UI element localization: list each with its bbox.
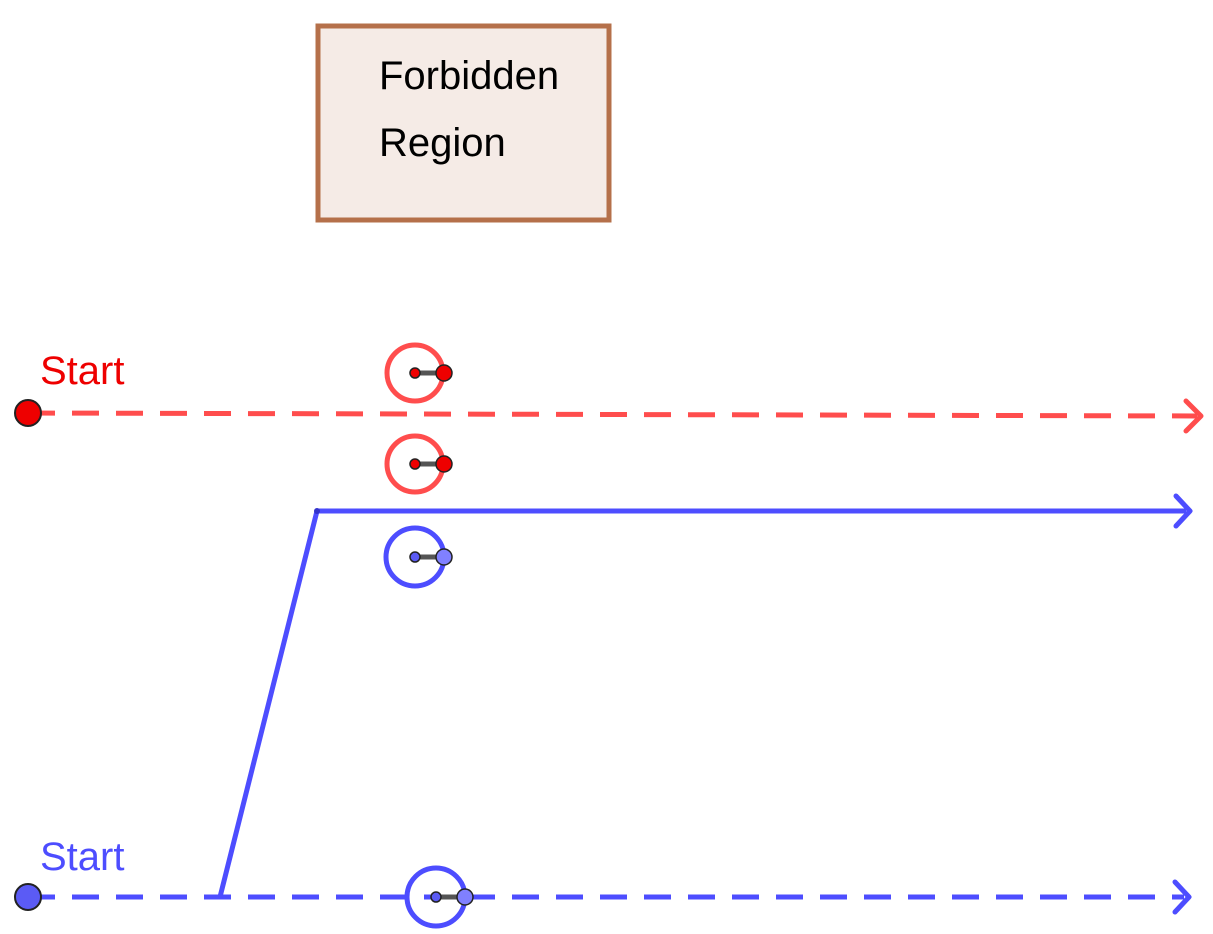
- forbidden-region-label-line2: Region: [379, 121, 506, 165]
- red-agent-center: [409, 367, 421, 379]
- blue-path: Start: [14, 493, 1193, 929]
- blue-solid-trajectory: [217, 508, 1186, 898]
- blue-corner-point: [314, 508, 320, 514]
- forbidden-region-label-line1: Forbidden: [379, 54, 559, 98]
- forbidden-region-box: [315, 23, 612, 223]
- forbidden-region: Forbidden Region: [315, 23, 612, 223]
- blue-agent-lower[interactable]: [404, 865, 474, 929]
- blue-solid-arrowhead: [1173, 493, 1193, 529]
- blue-agent-center: [409, 551, 421, 563]
- red-agent-lower[interactable]: [384, 433, 453, 495]
- red-agent-handle[interactable]: [435, 455, 453, 473]
- red-dashed-trajectory: [27, 410, 1198, 419]
- red-path: Start: [14, 342, 1204, 495]
- blue-agent-upper[interactable]: [383, 525, 453, 589]
- red-agent-upper[interactable]: [384, 342, 453, 404]
- red-agent-handle[interactable]: [435, 364, 453, 382]
- red-start-point[interactable]: [14, 399, 42, 427]
- red-start-label: Start: [40, 349, 124, 393]
- blue-agent-handle[interactable]: [435, 548, 453, 566]
- red-agent-center: [409, 458, 421, 470]
- red-arrowhead: [1183, 398, 1204, 434]
- blue-start-point[interactable]: [14, 883, 42, 911]
- blue-start-label: Start: [40, 835, 124, 879]
- blue-agent-center: [430, 891, 442, 903]
- blue-agent-handle[interactable]: [456, 888, 474, 906]
- blue-dashed-arrowhead: [1172, 879, 1192, 915]
